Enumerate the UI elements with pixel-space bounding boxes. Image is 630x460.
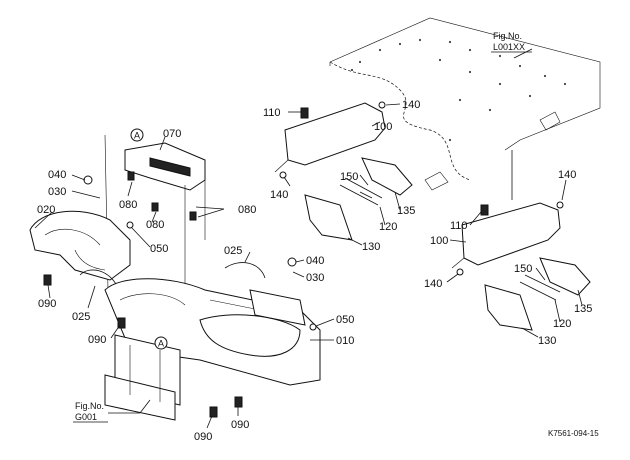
part-label: 050: [150, 243, 168, 255]
fender-assembly-upper: [274, 101, 413, 241]
svg-text:G001: G001: [75, 412, 97, 422]
part-label: 025: [72, 311, 90, 323]
part-label: 100: [374, 121, 392, 133]
part-label: 140: [402, 99, 420, 111]
part-label: 120: [379, 221, 397, 233]
part-label: 100: [430, 235, 448, 247]
part-labels: 070 040 030 020 080 080 080 050 090 025 …: [37, 99, 592, 443]
part-label: 140: [424, 278, 442, 290]
part-label: 020: [37, 204, 55, 216]
part-label: 030: [306, 272, 324, 284]
floor-plate: [329, 17, 601, 200]
svg-text:Fig.No.: Fig.No.: [75, 401, 104, 411]
diagram-code: K7561-094-15: [548, 429, 599, 438]
svg-text:A: A: [158, 339, 164, 349]
svg-text:L001XX: L001XX: [493, 42, 525, 52]
part-label: 025: [224, 245, 242, 257]
part-label: 130: [362, 241, 380, 253]
part-label: 010: [336, 335, 354, 347]
part-label: 150: [514, 263, 532, 275]
part-label: 110: [450, 220, 468, 232]
part-label: 090: [88, 334, 106, 346]
part-label: 135: [397, 205, 415, 217]
part-label: 130: [538, 335, 556, 347]
fender-assembly-lower: [451, 201, 591, 331]
part-label: 090: [194, 431, 212, 443]
part-label: 110: [263, 107, 281, 119]
part-label: 135: [574, 303, 592, 315]
leader-lines: [34, 48, 583, 429]
part-label: 140: [558, 169, 576, 181]
main-frame: [29, 134, 321, 421]
fig-ref-bottom: Fig.No. G001: [73, 401, 108, 423]
part-label: 040: [48, 169, 66, 181]
part-label: 120: [553, 318, 571, 330]
circled-marker-a: A: [154, 336, 168, 350]
part-label: 040: [306, 255, 324, 267]
circled-marker-a: A: [130, 128, 144, 142]
part-label: 050: [336, 314, 354, 326]
fig-ref-top: Fig.No. L001XX: [491, 31, 532, 53]
svg-text:Fig.No.: Fig.No.: [493, 31, 522, 41]
part-label: 080: [119, 199, 137, 211]
part-label: 140: [270, 189, 288, 201]
svg-text:A: A: [134, 131, 140, 141]
part-label: 090: [231, 419, 249, 431]
part-label: 090: [38, 298, 56, 310]
part-label: 080: [146, 219, 164, 231]
part-label: 030: [48, 186, 66, 198]
part-label: 070: [163, 128, 181, 140]
part-label: 080: [238, 204, 256, 216]
part-label: 150: [340, 171, 358, 183]
